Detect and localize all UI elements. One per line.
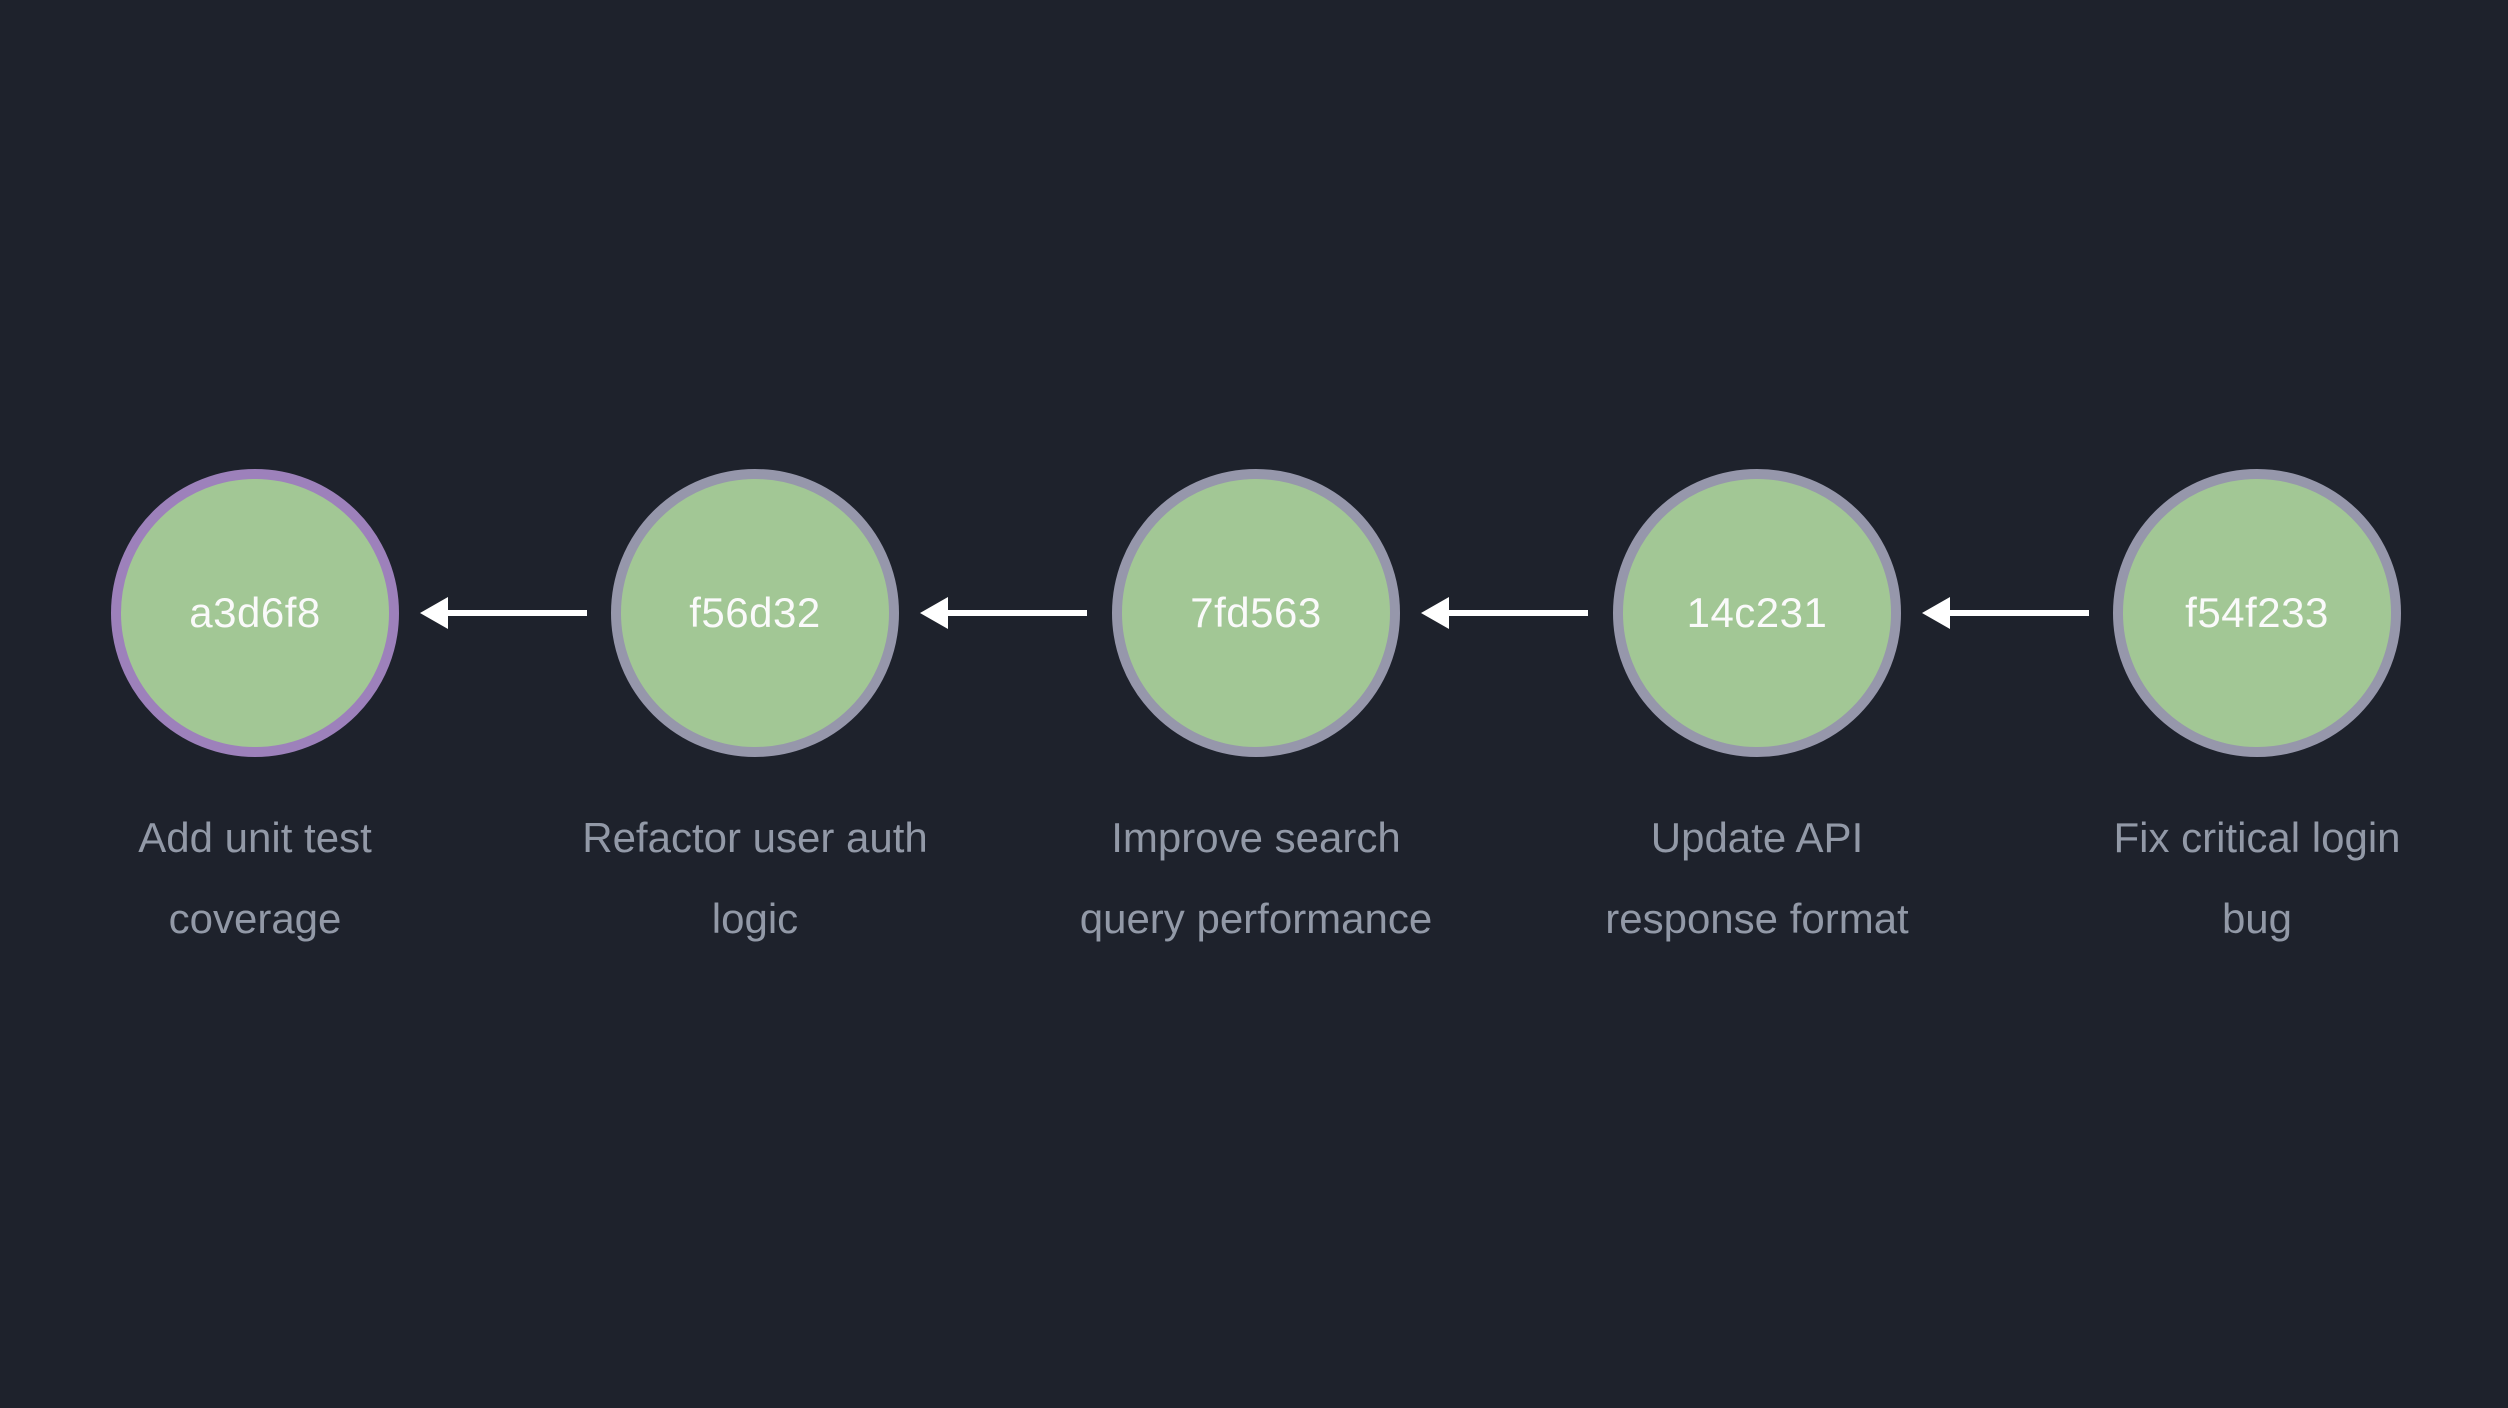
arrow-4-to-3 (1421, 597, 1588, 629)
commit-message-2-line-2: logic (711, 895, 799, 942)
arrow-3-to-2 (920, 597, 1087, 629)
commit-hash-2: f56d32 (689, 589, 821, 636)
commit-message-1: Add unit test coverage (25, 797, 485, 959)
commit-hash-3: 7fd563 (1190, 589, 1322, 636)
commit-node-3: 7fd563 (1112, 469, 1400, 757)
commit-message-4-line-1: Update API (1650, 814, 1864, 861)
arrow-5-to-4 (1922, 597, 2089, 629)
commit-node-4: 14c231 (1613, 469, 1901, 757)
commit-node-1: a3d6f8 (111, 469, 399, 757)
commit-message-5: Fix critical login bug (2027, 797, 2487, 959)
commit-message-2: Refactor user auth logic (525, 797, 985, 959)
commit-message-2-line-1: Refactor user auth (582, 814, 928, 861)
commit-hash-1: a3d6f8 (189, 589, 321, 636)
commit-node-5: f54f233 (2113, 469, 2401, 757)
commit-message-3-line-2: query performance (1079, 895, 1433, 942)
commit-message-5-line-2: bug (2221, 895, 2293, 942)
commit-hash-4: 14c231 (1686, 589, 1828, 636)
commit-message-1-line-1: Add unit test (138, 814, 372, 861)
commit-message-4-line-2: response format (1605, 895, 1909, 942)
commit-hash-5: f54f233 (2185, 589, 2329, 636)
commit-message-5-line-1: Fix critical login (2113, 814, 2401, 861)
commit-message-3-line-1: Improve search (1111, 814, 1401, 861)
commit-message-3: Improve search query performance (1026, 797, 1486, 959)
commit-message-4: Update API response format (1527, 797, 1987, 959)
commit-message-1-line-2: coverage (168, 895, 342, 942)
commit-node-2: f56d32 (611, 469, 899, 757)
arrow-2-to-1 (420, 597, 587, 629)
